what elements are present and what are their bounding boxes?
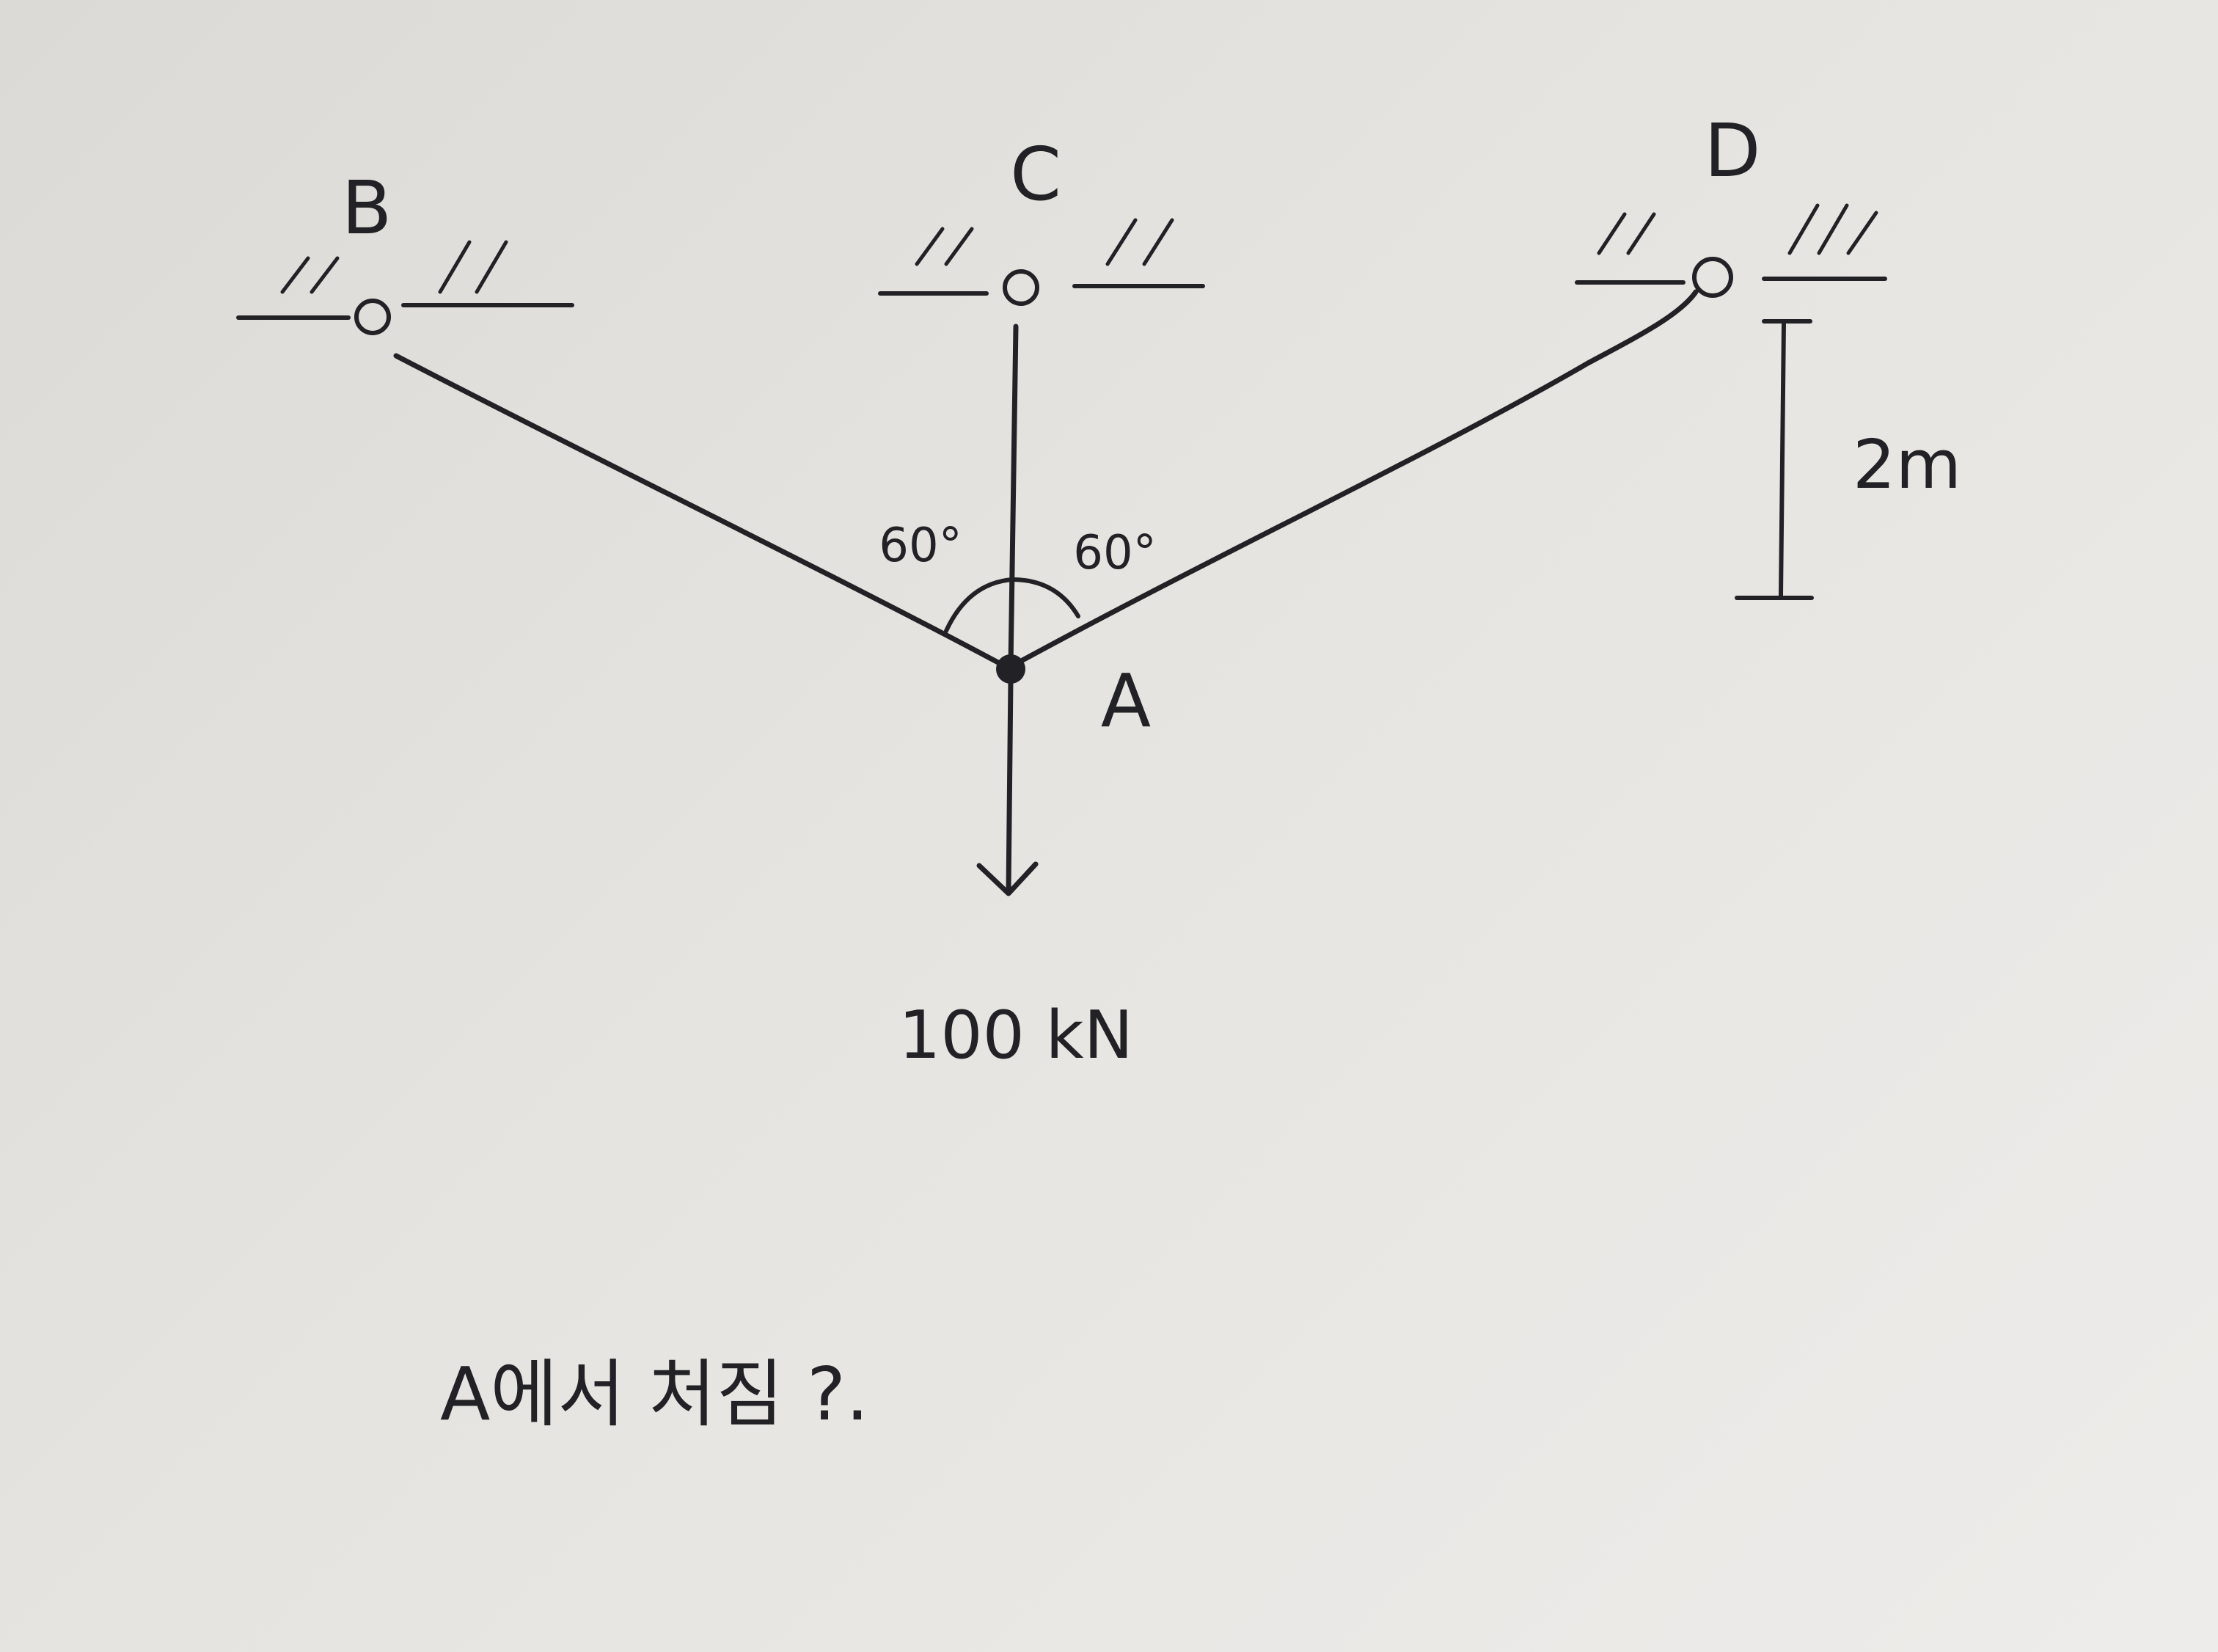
support-b [236,240,574,335]
dimension-line [1779,321,1786,598]
support-d [1575,203,1887,298]
pin-b-icon [354,299,391,335]
angle-arc-left [944,577,1014,633]
label-a-text: A [1101,658,1151,744]
angle-label-left: 60° [879,519,962,573]
ground-hatch-c [915,218,1174,266]
question-text: A에서 처짐 ?. [440,1351,869,1437]
member-ac [1008,324,1019,669]
joint-a-node [996,654,1025,684]
load-label: 100 kN [898,997,1133,1074]
ground-hatch-d [1597,203,1878,255]
angle-arc-right [1010,577,1080,618]
pin-d-icon [1692,257,1733,298]
pin-c-icon [1003,269,1039,306]
ground-hatch-b [280,240,508,294]
load-arrow-shaft [1006,676,1014,894]
member-ad [1013,289,1699,667]
label-c: C [1010,131,1061,217]
support-c [878,218,1205,306]
arrow-down-icon [976,861,1039,896]
member-ab [393,353,1008,669]
label-b: B [342,165,392,251]
label-d: D [1704,108,1760,194]
angle-label-right: 60° [1073,526,1156,580]
dimension-label: 2m [1853,425,1961,504]
